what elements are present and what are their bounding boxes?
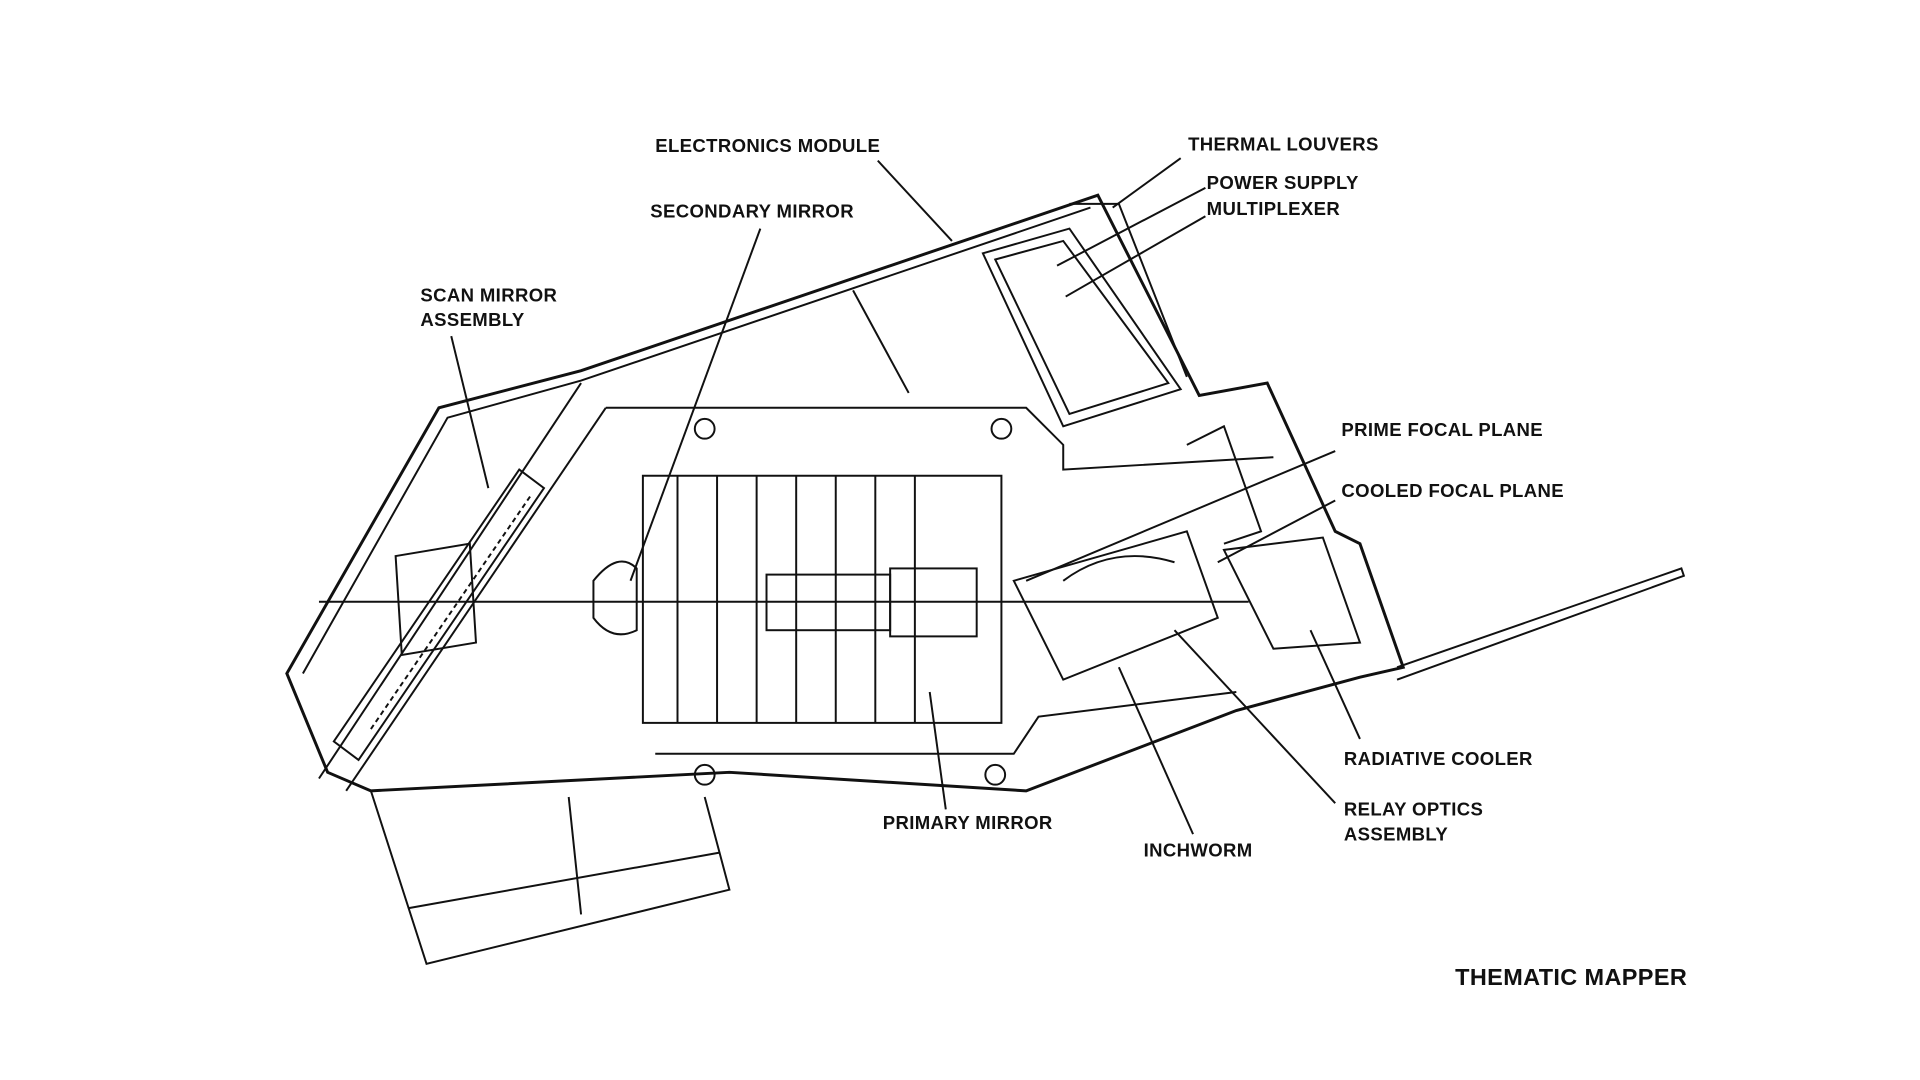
leader-lines xyxy=(450,157,1361,835)
electronics-module xyxy=(852,202,1188,428)
label-power-supply: POWER SUPPLY xyxy=(1207,172,1359,193)
instrument-housing xyxy=(285,193,1406,793)
cooler-assembly xyxy=(1012,424,1686,681)
telescope xyxy=(318,417,1249,786)
label-scan-mirror-line1: SCAN MIRROR xyxy=(420,285,557,306)
label-scan-mirror-line2: ASSEMBLY xyxy=(420,309,525,330)
label-cooled-focal-plane: COOLED FOCAL PLANE xyxy=(1341,480,1564,501)
diagram-title: THEMATIC MAPPER xyxy=(1455,964,1687,990)
sunshade xyxy=(369,790,731,966)
label-inchworm: INCHWORM xyxy=(1144,839,1253,860)
label-prime-focal-plane: PRIME FOCAL PLANE xyxy=(1341,419,1543,440)
label-electronics-module: ELECTRONICS MODULE xyxy=(655,135,880,156)
label-relay-optics-line1: RELAY OPTICS xyxy=(1344,799,1483,820)
label-thermal-louvers: THERMAL LOUVERS xyxy=(1188,134,1379,155)
label-primary-mirror: PRIMARY MIRROR xyxy=(883,812,1053,833)
label-multiplexer: MULTIPLEXER xyxy=(1207,198,1340,219)
scan-mirror xyxy=(332,468,546,762)
label-radiative-cooler: RADIATIVE COOLER xyxy=(1344,748,1533,769)
label-secondary-mirror: SECONDARY MIRROR xyxy=(650,200,854,221)
label-relay-optics-line2: ASSEMBLY xyxy=(1344,823,1449,844)
